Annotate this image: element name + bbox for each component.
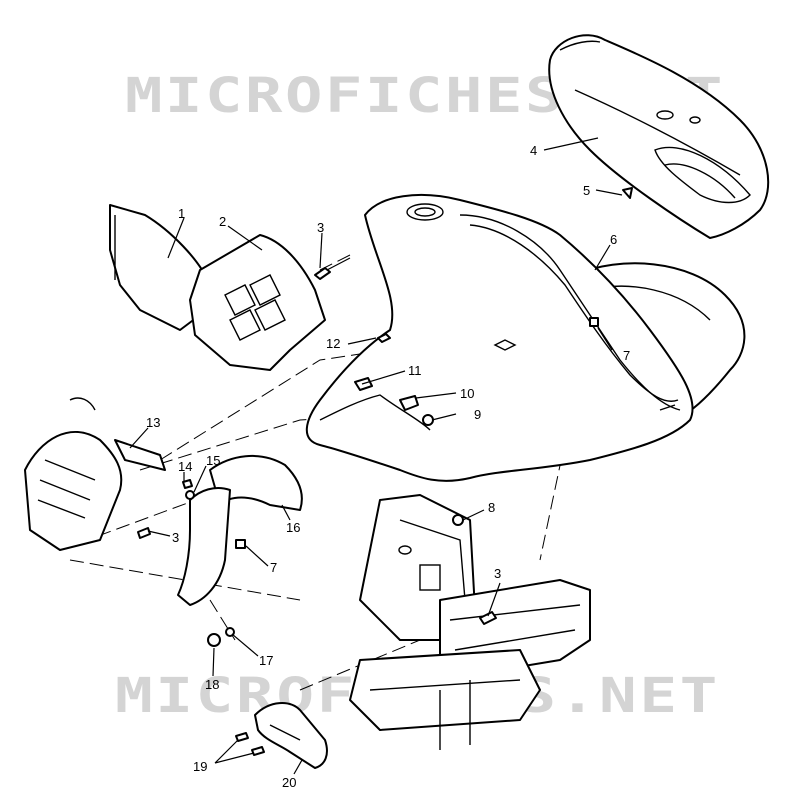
callout-15: 15: [206, 453, 220, 468]
screw-icon: [314, 257, 351, 280]
callout-labels: 1 2 3 4 5 6 7 8 9 10 11 12 13 14 15 16 3…: [146, 143, 630, 790]
part-2-footwell: [189, 234, 326, 371]
callout-8: 8: [488, 500, 495, 515]
callout-7: 7: [623, 348, 630, 363]
washer-icon: [185, 490, 195, 500]
callout-9: 9: [474, 407, 481, 422]
screw-icon: [235, 732, 249, 742]
screw-icon: [137, 527, 151, 539]
callout-13: 13: [146, 415, 160, 430]
callout-18: 18: [205, 677, 219, 692]
callout-4: 4: [530, 143, 537, 158]
callout-3: 3: [317, 220, 324, 235]
rear-frame: [349, 494, 591, 750]
screw-icon: [182, 479, 193, 489]
callout-14: 14: [178, 459, 192, 474]
nut-icon: [589, 317, 599, 327]
callout-10: 10: [460, 386, 474, 401]
part-4-rear-cover: [548, 34, 770, 239]
screw-icon: [479, 611, 497, 625]
clip-icon: [622, 187, 633, 199]
part-16-inner-fender: [177, 454, 303, 606]
callout-12: 12: [326, 336, 340, 351]
callout-17: 17: [259, 653, 273, 668]
nut-icon: [235, 539, 246, 549]
callout-3-left: 3: [172, 530, 179, 545]
callout-3-frame: 3: [494, 566, 501, 581]
callout-1: 1: [178, 206, 185, 221]
front-fender-body: [305, 194, 694, 482]
callout-2: 2: [219, 214, 226, 229]
left-floorboard: [24, 397, 123, 551]
callout-19: 19: [193, 759, 207, 774]
screw-icon: [251, 746, 265, 756]
callout-6: 6: [610, 232, 617, 247]
fasteners: [137, 187, 633, 756]
clip-icon: [399, 395, 419, 411]
callout-16: 16: [286, 520, 300, 535]
callout-20: 20: [282, 775, 296, 790]
part-13-bracket: [114, 439, 166, 471]
part-20-guard: [254, 702, 328, 769]
nut-icon: [422, 414, 434, 426]
nut-icon: [207, 633, 221, 647]
nut-icon: [452, 514, 464, 526]
callout-11: 11: [408, 363, 422, 378]
callout-5: 5: [583, 183, 590, 198]
screw-icon: [377, 333, 391, 343]
callout-7-left: 7: [270, 560, 277, 575]
callout-leaders: [129, 137, 623, 775]
